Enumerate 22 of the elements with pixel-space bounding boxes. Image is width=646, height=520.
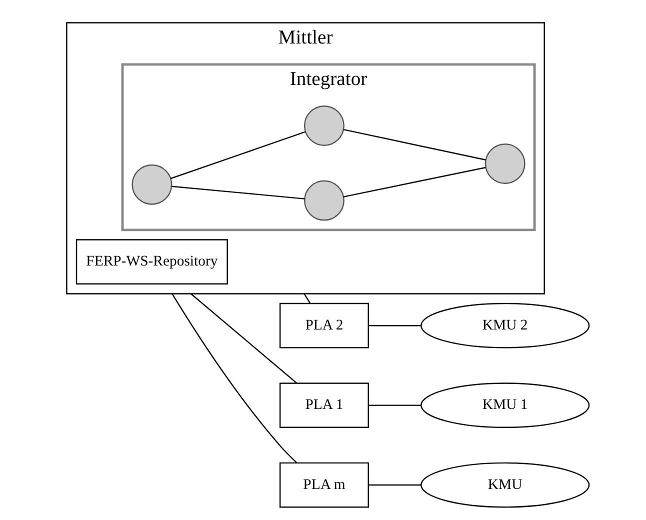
connector <box>343 166 486 198</box>
node-circle <box>304 106 344 146</box>
node-box: PLA 1 <box>279 382 369 428</box>
connector <box>368 325 421 326</box>
connector <box>368 404 421 406</box>
node-ellipse: KMU <box>420 462 590 508</box>
connector <box>172 293 298 464</box>
node-ellipse: KMU 2 <box>420 302 590 348</box>
node-box: PLA 2 <box>279 302 369 348</box>
node-box: FERP-WS-Repository <box>76 239 228 285</box>
connector <box>172 186 305 200</box>
connector <box>170 131 306 180</box>
node-circle <box>484 144 526 184</box>
connector <box>304 293 311 304</box>
node-box: PLA m <box>279 462 369 508</box>
cluster: Integrator <box>121 63 536 232</box>
node-circle <box>132 164 172 205</box>
connector <box>368 484 421 486</box>
connector <box>343 128 486 160</box>
connector <box>190 293 297 384</box>
node-circle <box>304 180 344 221</box>
node-ellipse: KMU 1 <box>420 382 590 428</box>
